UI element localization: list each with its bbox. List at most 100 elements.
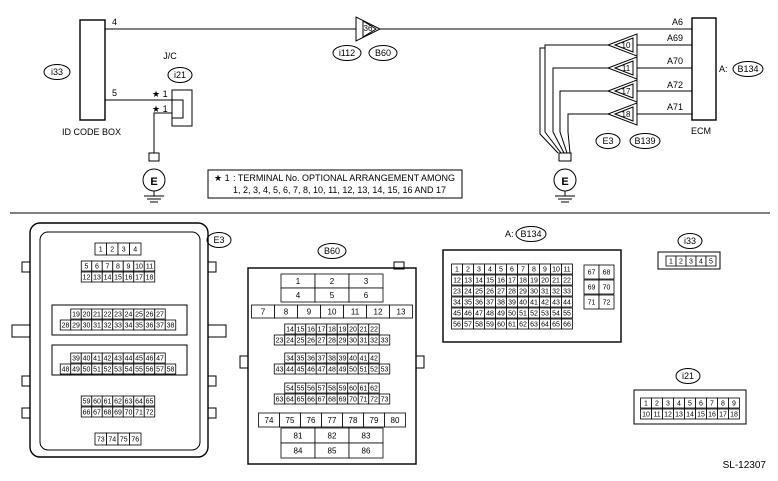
b134-pin-cell — [598, 294, 615, 310]
id-code-box-pin-5: 5 — [112, 88, 117, 98]
e3-rib-3 — [21, 407, 31, 419]
b134-pin-label: 14 — [475, 278, 483, 285]
b60-pin-label: 38 — [328, 356, 336, 363]
b60-pin-label: 60 — [349, 386, 357, 393]
i33-connector-code-face: i33 — [684, 236, 696, 246]
b60-pin-label: 18 — [328, 327, 336, 334]
e3-pin-label: 26 — [146, 312, 154, 319]
b60-pin-label: 64 — [286, 397, 294, 404]
b60-pin-label: 51 — [360, 367, 368, 374]
b134-pin-label: 5 — [499, 267, 503, 274]
wiring-schematic: ID CODE BOX i33 4 5 36 i112 B60 J/C i21 … — [43, 16, 764, 203]
ecm-ground-connector-17-inner — [613, 83, 634, 99]
b60-pin-label: 68 — [328, 397, 336, 404]
b60-pin-label: 49 — [339, 367, 347, 374]
e3-pin-label: 27 — [156, 312, 164, 319]
i21-pin-label: 8 — [721, 401, 725, 408]
b60-pin-label: 17 — [318, 327, 326, 334]
ecm-ground-connector-17 — [606, 79, 638, 103]
b60-pin-label: 83 — [362, 431, 371, 440]
e3-pin-label: 51 — [93, 367, 101, 374]
e3-pin-label: 23 — [114, 312, 122, 319]
b134-pin-label: 38 — [497, 300, 505, 307]
b134-pin-label: 51 — [519, 311, 527, 318]
e3-pin-label: 5 — [85, 264, 89, 271]
b139-connector-oval — [629, 133, 661, 149]
b134-pin-label: 13 — [464, 278, 472, 285]
e3-rib-2 — [21, 375, 31, 387]
e3-pin-label: 17 — [135, 275, 143, 282]
b60-pin-label: 12 — [374, 307, 383, 316]
b60-pin-cell — [389, 304, 413, 319]
b60-pin-label: 3 — [364, 277, 369, 286]
b134-pin-label: 61 — [508, 322, 516, 329]
b60-latch-left — [239, 355, 249, 369]
e3-pin-label: 38 — [167, 323, 175, 330]
e3-pin-label: 19 — [72, 312, 80, 319]
b60-pin-label: 14 — [286, 327, 294, 334]
e3-pin-label: 11 — [146, 264, 153, 271]
b134-pin-label: 16 — [497, 278, 505, 285]
b134-pin-label: 25 — [475, 289, 483, 296]
b60-pin-label: 76 — [307, 416, 316, 425]
e3-pin-label: 68 — [104, 410, 112, 417]
i21-housing — [633, 389, 747, 425]
ground-label-left: E — [150, 176, 157, 188]
b60-pin-label: 75 — [286, 416, 295, 425]
b60-pin-label: 5 — [330, 291, 335, 300]
b134-pin-label: 72 — [603, 300, 611, 307]
ecm-pin-a69: A69 — [667, 33, 683, 43]
b134-pin-label: 43 — [552, 300, 560, 307]
b134-pin-label: 17 — [508, 278, 516, 285]
e3-pin-label: 73 — [97, 437, 105, 444]
b60-pin-label: 63 — [276, 397, 284, 404]
e3-pin-label: 56 — [146, 367, 154, 374]
e3-pin-label: 30 — [83, 323, 91, 330]
b134-pin-label: 26 — [486, 289, 494, 296]
e3-pin-cell — [143, 406, 156, 418]
e3-pin-cell — [143, 395, 156, 407]
b60-pin-label: 9 — [307, 307, 312, 316]
terminal-note-star: ★ 1 — [214, 173, 230, 183]
e3-pin-label: 46 — [146, 356, 154, 363]
e3-pin-cell — [143, 271, 156, 283]
b134-pin-label: 15 — [486, 278, 494, 285]
e3-pin-label: 9 — [127, 264, 131, 271]
ecm-ground-pin-11: 11 — [622, 64, 631, 73]
e3-block-upper — [51, 304, 188, 336]
b134-pin-label: 47 — [475, 311, 483, 318]
b60-pin-label: 52 — [370, 367, 378, 374]
i21-pin-label: 10 — [642, 412, 650, 419]
i21-pin-label: 4 — [677, 401, 681, 408]
e3-pin-label: 4 — [133, 247, 137, 254]
b60-pin-label: 11 — [351, 307, 360, 316]
b60-connector-oval-top — [368, 45, 398, 61]
b60-pin-cell — [368, 382, 380, 394]
b60-pin-label: 31 — [360, 338, 368, 345]
i33-pin-label: 3 — [689, 259, 693, 266]
e3-pin-label: 42 — [104, 356, 112, 363]
id-code-box-pin-4: 4 — [112, 17, 117, 27]
i21-pin-label: 12 — [664, 412, 672, 419]
b134-pin-label: 32 — [552, 289, 560, 296]
b134-pin-label: 64 — [541, 322, 549, 329]
e3-pin-label: 63 — [125, 399, 133, 406]
ecm-label: ECM — [691, 126, 711, 136]
e3-pin-cell — [143, 260, 156, 272]
ecm-connector-prefix: A: — [719, 64, 728, 74]
b134-pin-label: 56 — [453, 322, 461, 329]
b134-pin-label: 62 — [519, 322, 527, 329]
ecm-ground-pin-10: 10 — [622, 41, 631, 50]
e3-pin-label: 67 — [93, 410, 101, 417]
b134-pin-label: 40 — [519, 300, 527, 307]
b60-pin-label: 85 — [328, 446, 337, 455]
b60-pin-label: 30 — [349, 338, 357, 345]
i21-pin-label: 9 — [732, 401, 736, 408]
b134-pin-cell — [561, 263, 573, 275]
e3-pin-label: 34 — [125, 323, 133, 330]
i21-pin-label: 7 — [710, 401, 714, 408]
b60-pin-cell — [378, 393, 391, 405]
e3-pin-label: 40 — [83, 356, 91, 363]
